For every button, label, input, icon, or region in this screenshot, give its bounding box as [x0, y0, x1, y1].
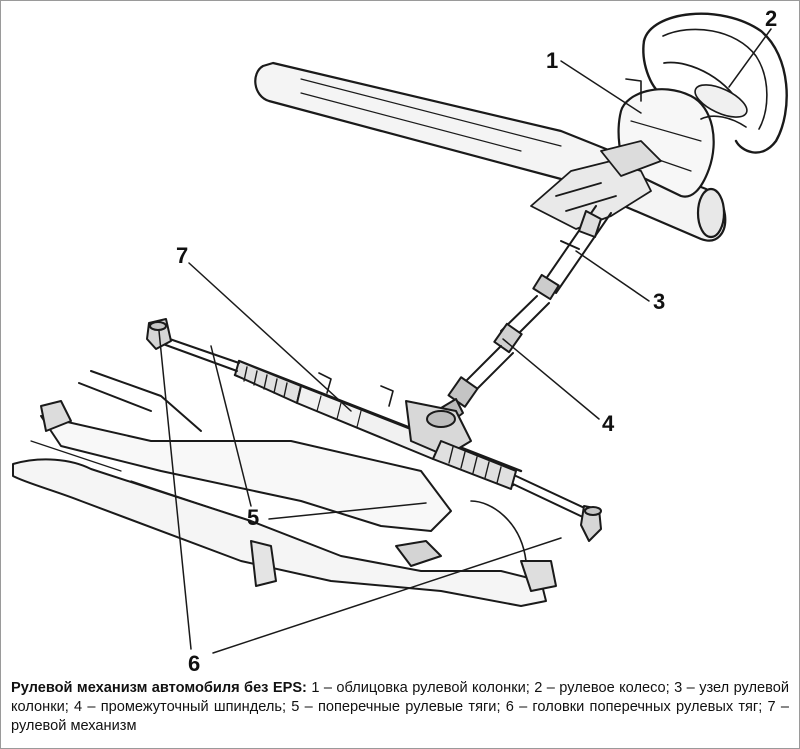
caption-text: 1 – облицовка рулевой колонки; 2 – рулев…: [11, 680, 789, 734]
callout-2: 2: [765, 6, 777, 31]
tie-rods: [160, 335, 592, 520]
front-subframe: [12, 370, 557, 607]
callout-5: 5: [247, 505, 259, 530]
steering-column-shaft: [532, 205, 612, 301]
figure-caption: Рулевой механизм автомобиля без EPS: 1 –…: [11, 679, 789, 736]
callout-6: 6: [188, 651, 200, 671]
intermediate-spindle: [435, 295, 550, 427]
callout-1: 1: [546, 48, 558, 73]
leader-lines: [158, 28, 772, 654]
steering-diagram-drawing: 1 2 3 4 5 6 7: [12, 6, 788, 671]
caption-title: Рулевой механизм автомобиля без EPS:: [11, 680, 307, 696]
callout-3: 3: [653, 289, 665, 314]
steering-rack: [233, 359, 523, 490]
callout-7: 7: [176, 243, 188, 268]
tie-rod-ends: [146, 318, 602, 542]
callout-4: 4: [602, 411, 615, 436]
